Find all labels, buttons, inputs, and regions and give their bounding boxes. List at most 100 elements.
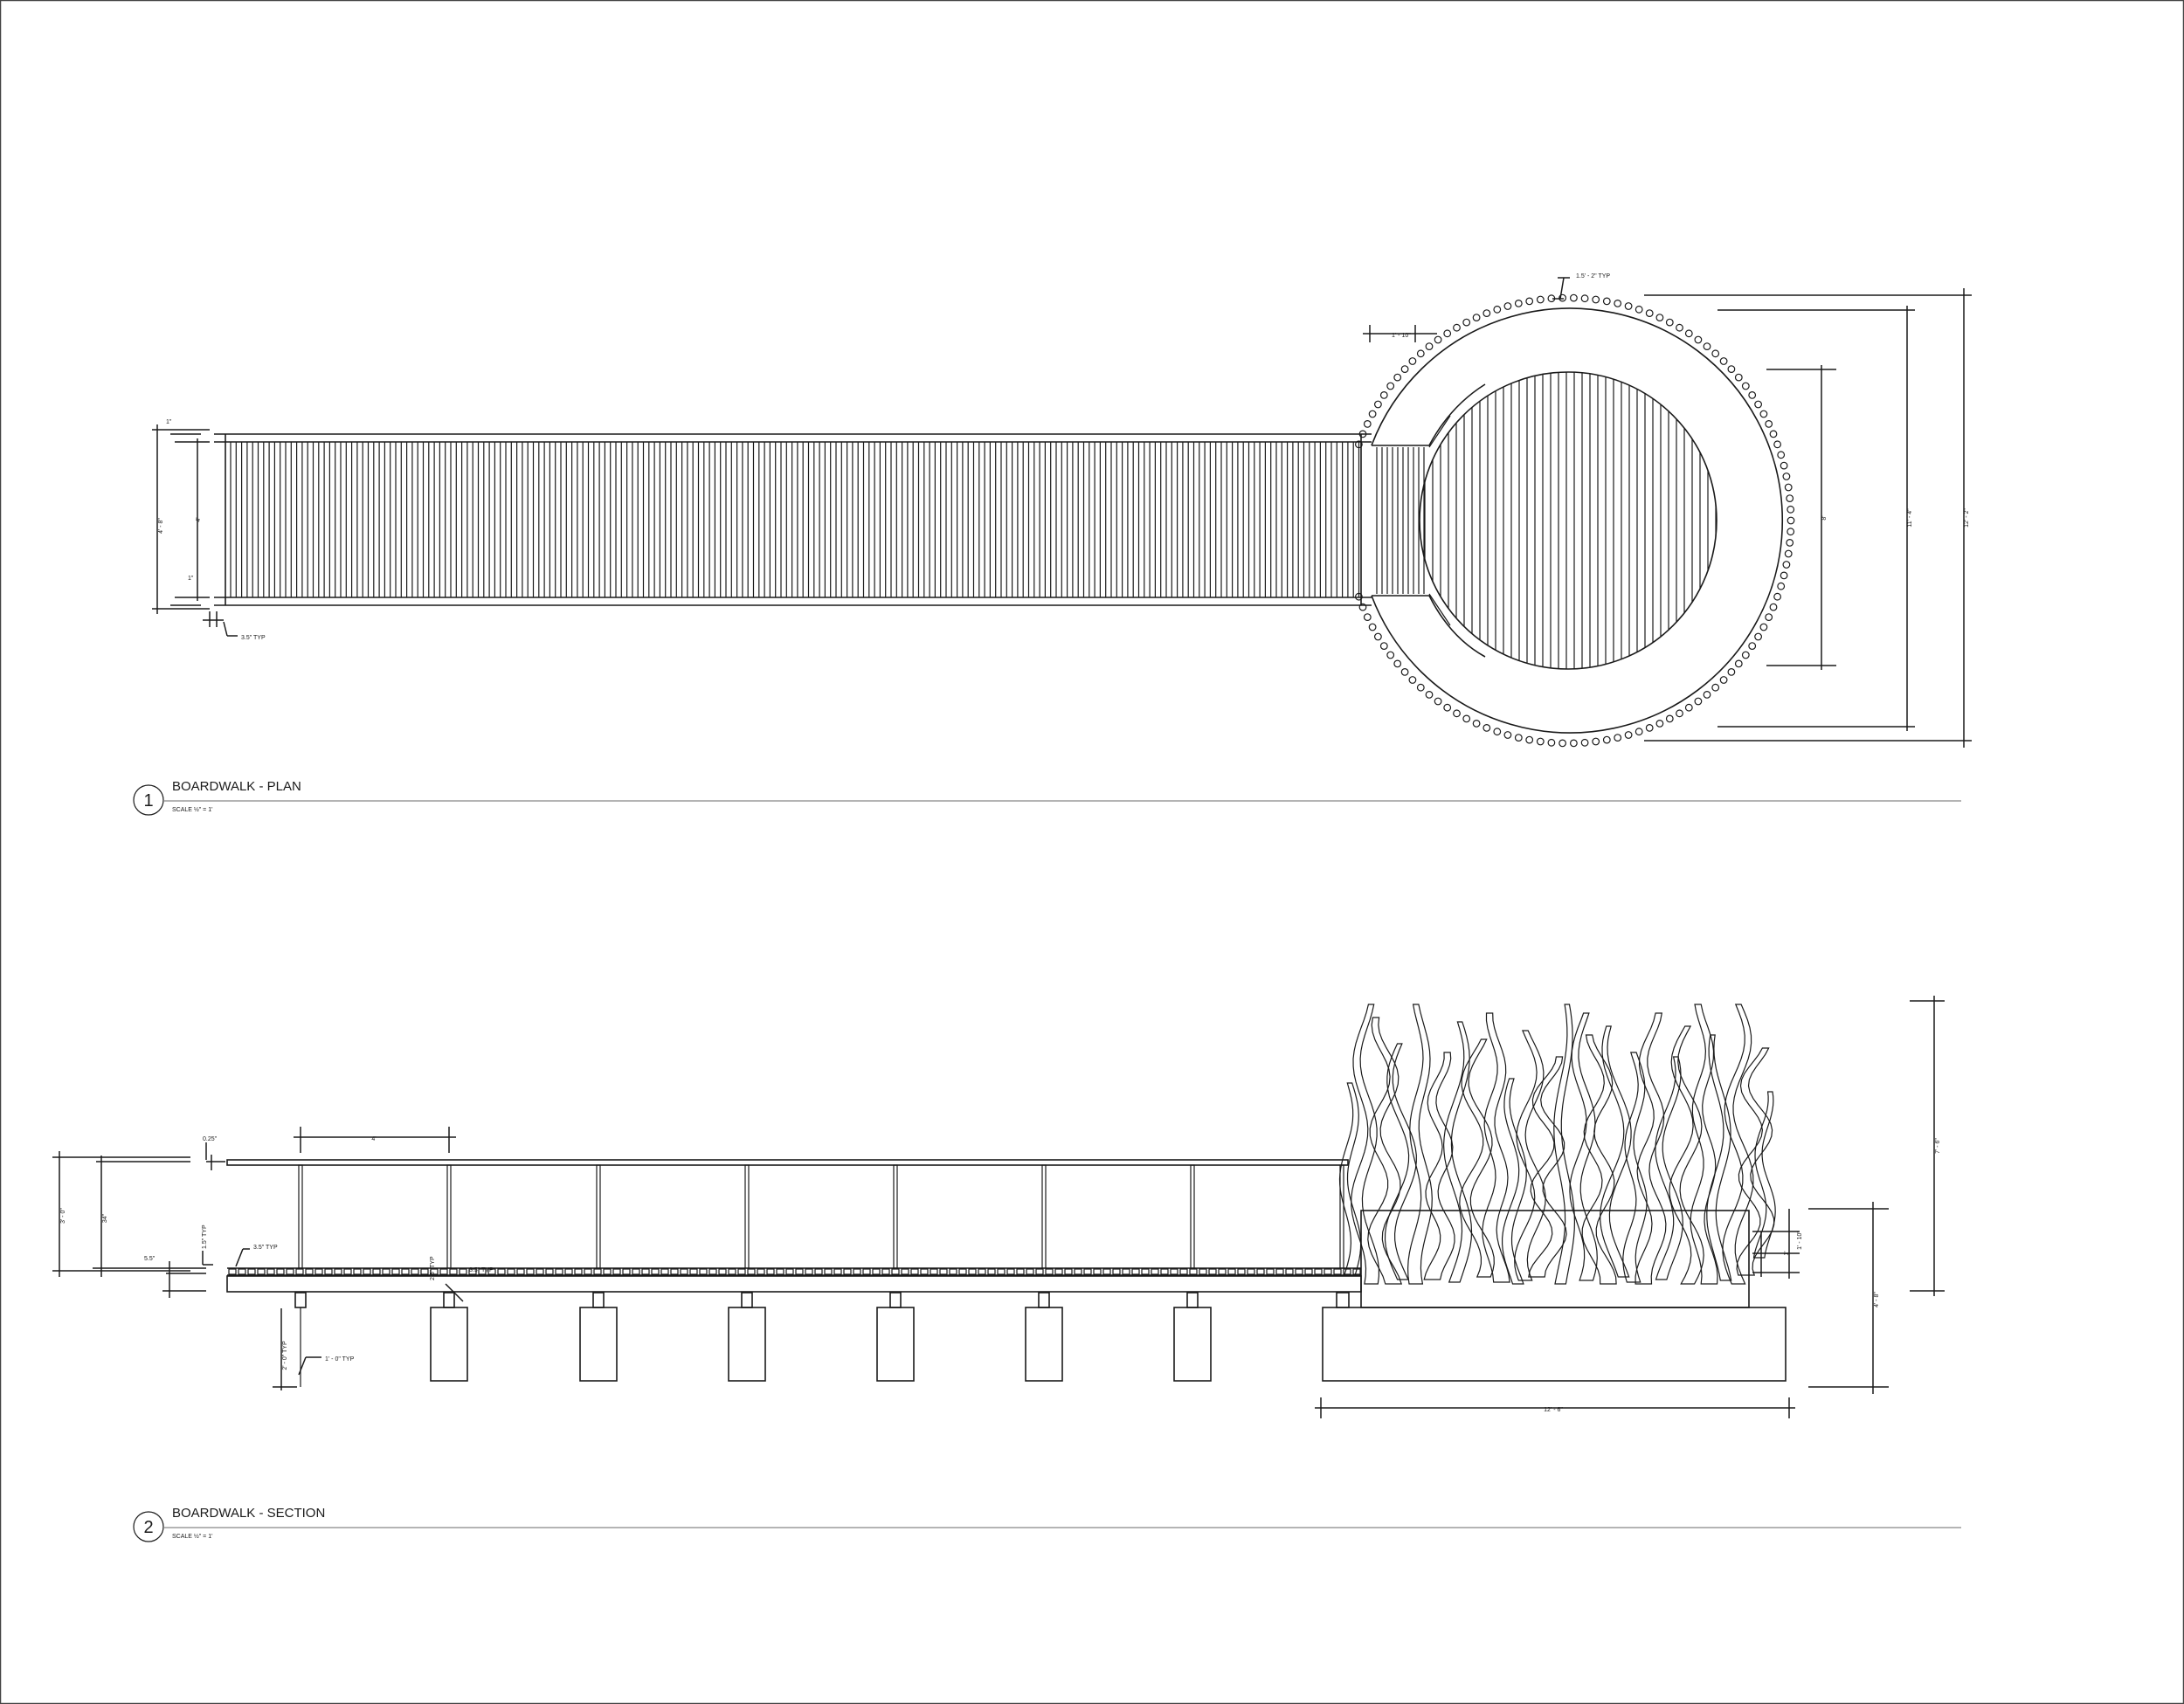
deck-board <box>603 1268 612 1275</box>
railing-post-dot <box>1748 642 1757 650</box>
deck-board <box>439 1268 448 1275</box>
deck-board <box>1256 1268 1265 1275</box>
throat-line <box>1428 415 1451 448</box>
seaweed-strand <box>1351 1004 1379 1285</box>
deck-board <box>805 1268 813 1275</box>
railing-post-dot <box>1425 342 1434 351</box>
deck-board <box>276 1268 285 1275</box>
railing-post-dot <box>1368 623 1377 631</box>
railing-post-dot <box>1363 613 1372 621</box>
railing-post-dot <box>1645 309 1654 318</box>
railing-post-dot <box>1645 724 1654 732</box>
railing-post-dot <box>1393 373 1402 382</box>
railing-post-dot <box>1773 592 1781 601</box>
dim-board-typ-section: 3.5" TYP <box>253 1245 278 1251</box>
railing-post-dot <box>1665 714 1674 723</box>
railing-post-dot <box>1358 430 1367 438</box>
seaweed-strand <box>1600 1025 1632 1278</box>
railing-post-dot <box>1503 731 1512 739</box>
deck-board <box>843 1268 852 1275</box>
deck-board <box>862 1268 871 1275</box>
deck-board <box>478 1268 487 1275</box>
deck-board <box>449 1268 458 1275</box>
railing-post-dot <box>1493 728 1502 736</box>
deck-board <box>651 1268 660 1275</box>
seaweed-strand <box>1622 1052 1648 1283</box>
railing-post-dot <box>1754 632 1762 641</box>
railing-post-dot <box>1780 571 1788 580</box>
deck-board <box>891 1268 900 1275</box>
railing-post-dot <box>1727 668 1736 676</box>
deck-board <box>468 1268 477 1275</box>
deck-board <box>228 1268 237 1275</box>
railing-post-dot <box>1569 293 1578 302</box>
railing-post-dot <box>1453 323 1461 332</box>
deck-board <box>353 1268 362 1275</box>
deck-board <box>1102 1268 1111 1275</box>
railing-post-dot <box>1472 720 1481 728</box>
railing-post-dot <box>1694 335 1703 344</box>
seaweed-strand <box>1406 1004 1433 1285</box>
deck-board <box>680 1268 688 1275</box>
section-title: BOARDWALK - SECTION <box>172 1506 325 1521</box>
railing-post-dot <box>1777 451 1786 459</box>
railing-post-dot <box>1425 691 1434 699</box>
railing-post-dot <box>1400 668 1409 676</box>
deck-board <box>238 1268 246 1275</box>
section-dimensions: 0.25" 4' 3' - 0" 34" 5.5" 1.5" TY <box>52 996 1945 1418</box>
deck-board <box>545 1268 554 1275</box>
dim-board-typ: 3.5" TYP <box>241 635 266 641</box>
railing-post-dot <box>1614 734 1622 742</box>
railing-post-dot <box>1462 714 1471 723</box>
plan-number: 1 <box>143 791 153 811</box>
deck-board <box>1045 1268 1054 1275</box>
railing-post-dot <box>1400 365 1409 374</box>
railing-post-dot <box>1614 300 1622 307</box>
connector-boards <box>1376 447 1425 594</box>
deck-board <box>459 1268 467 1275</box>
deck-board <box>1083 1268 1092 1275</box>
deck-board <box>372 1268 381 1275</box>
deck-board <box>401 1268 410 1275</box>
deck-board <box>708 1268 717 1275</box>
dim-planter-height: 4' - 8" <box>1874 1292 1880 1307</box>
section-top-rail <box>226 1159 1349 1166</box>
dim-footing-depth: 2' - 0" TYP <box>282 1341 288 1370</box>
deck-board <box>555 1268 563 1275</box>
deck-board <box>795 1268 804 1275</box>
dim-rail-offset: 1" <box>166 419 172 425</box>
deck-board <box>958 1268 967 1275</box>
railing-post-dot <box>1784 549 1793 558</box>
railing-post-dot <box>1787 505 1795 514</box>
pier-footing <box>579 1307 618 1382</box>
dim-seat-a: 1' <box>1784 1251 1790 1255</box>
railing-post-dot <box>1786 539 1794 547</box>
deck-board <box>420 1268 429 1275</box>
railing-post-dot <box>1676 323 1683 332</box>
deck-board <box>363 1268 371 1275</box>
railing-post-dot <box>1536 737 1545 746</box>
dim-footing-width: 1' - 0" TYP <box>325 1356 355 1363</box>
railing-post-dot <box>1354 440 1363 449</box>
deck-board <box>1324 1268 1332 1275</box>
deck-board <box>1006 1268 1015 1275</box>
deck-board <box>1227 1268 1236 1275</box>
railing-post-dot <box>1373 632 1382 641</box>
deck-board <box>1035 1268 1044 1275</box>
deck-board <box>1189 1268 1198 1275</box>
pier-footing <box>1025 1307 1063 1382</box>
railing-post-dot <box>1559 739 1566 748</box>
seaweed-strand <box>1553 1004 1576 1285</box>
railing-post-dot <box>1602 735 1611 744</box>
railing-post-dot <box>1655 720 1664 728</box>
railing-post-dot <box>1635 728 1643 736</box>
deck-board <box>1304 1268 1313 1275</box>
seaweed-strand <box>1482 1012 1510 1283</box>
railing-post-dot <box>1592 295 1600 304</box>
railing-post-dot <box>1393 659 1402 668</box>
deck-board <box>718 1268 727 1275</box>
seaweed-strand <box>1706 1034 1732 1281</box>
section-deck <box>226 1267 1362 1293</box>
deck-board <box>728 1268 736 1275</box>
